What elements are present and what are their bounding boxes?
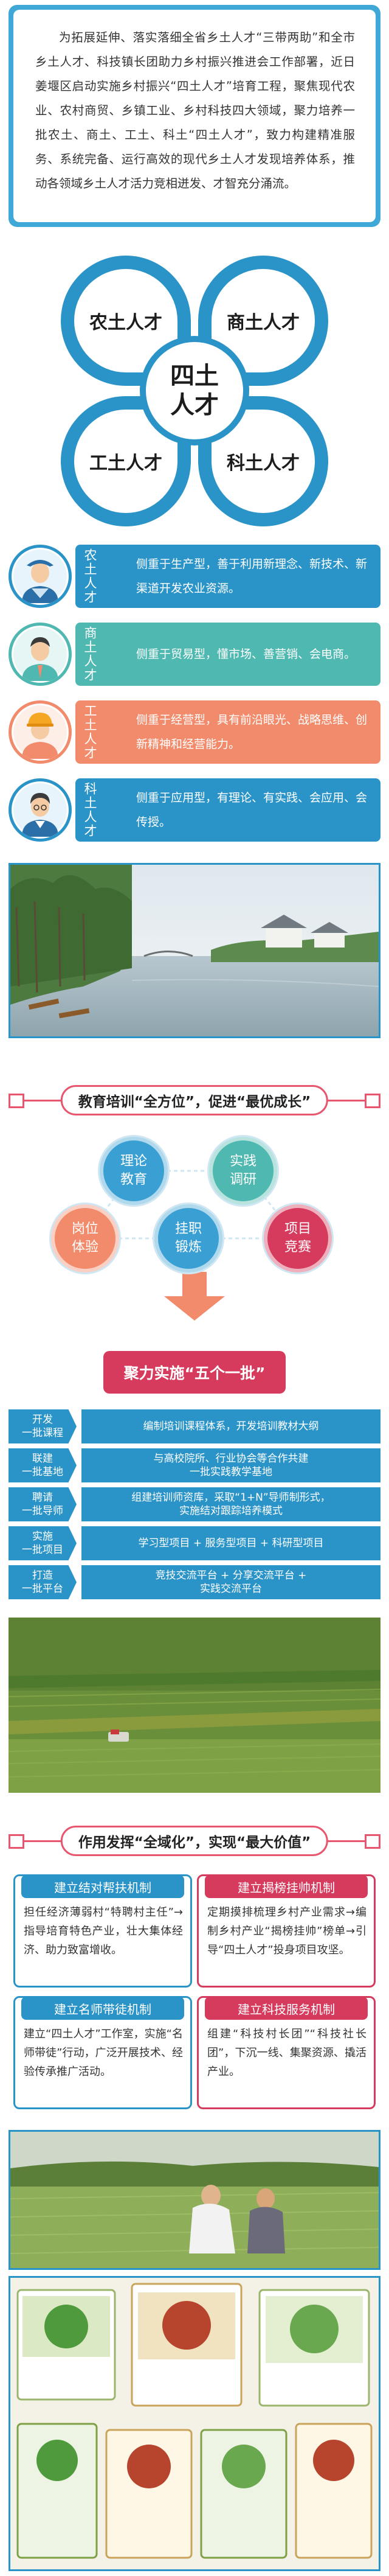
- bubble-label: 岗位 体验: [71, 1221, 98, 1255]
- fiveone-key: 联建 一批基地: [9, 1448, 77, 1482]
- fiveone-row: 打造 一批平台 竞技交流平台 + 分享交流平台 + 实践交流平台: [9, 1565, 380, 1599]
- fiveone-value-label: 与高校院所、行业协会等合作共建 一批实践教学基地: [153, 1453, 309, 1478]
- mechanism-box-listing: 建立揭榜挂帅机制 定期摸排梳理乡村产业需求→编制乡村产业“揭榜挂帅”榜单→引导“…: [197, 1874, 376, 1988]
- four-talents-clover: 农土人才 商土人才 工土人才 科土人才 四土 人才: [61, 256, 328, 526]
- intro-text: 为拓展延伸、落实落细全省乡土人才“三带两助”和全市乡土人才、科技镇长团助力乡村振…: [35, 30, 355, 190]
- talent-row-ke: 科土人才 侧重于应用型，有理论、有实践、会应用、会传授。: [9, 778, 380, 842]
- wheat-field-photo: [9, 1618, 380, 1793]
- fiveone-row: 开发 一批课程 编制培训课程体系，开发培训教材大纲: [9, 1409, 380, 1443]
- bubble-post: 岗位 体验: [51, 1204, 119, 1272]
- bubble-label: 实践 调研: [229, 1154, 256, 1187]
- talent-tag: 科土人才: [75, 778, 105, 842]
- talent-tag-label: 商土人才: [83, 626, 97, 682]
- mechanism-body: 建立“四土人才”工作室，实施“名师带徒”行动，广泛开展技术、经验传承推广活动。: [24, 2028, 183, 2078]
- merchant-avatar-icon: [9, 623, 72, 686]
- section-header-cap: [9, 1834, 24, 1849]
- talent-row-shang: 商土人才 侧重于贸易型，懂市场、善营销、会电商。: [9, 623, 380, 686]
- fiveone-value-label: 组建培训师资库，采取“1+N”导师制形式， 实施结对跟踪培养模式: [131, 1492, 331, 1517]
- talent-tag-label: 科土人才: [83, 782, 97, 838]
- fiveone-title: 聚力实施“五个一批”: [103, 1351, 286, 1394]
- down-arrow-icon: [164, 1272, 225, 1321]
- talent-tag: 工土人才: [75, 700, 105, 764]
- fiveone-value: 编制培训课程体系，开发培训教材大纲: [81, 1409, 380, 1443]
- section-header-cap: [9, 1094, 24, 1108]
- bubble-label: 挂职 锻炼: [174, 1221, 202, 1255]
- mechanism-title: 建立科技服务机制: [205, 1997, 368, 2020]
- fiveone-key: 开发 一批课程: [9, 1409, 77, 1443]
- scientist-avatar-icon: [9, 778, 72, 842]
- worker-avatar-icon: [9, 700, 72, 764]
- talent-tag: 商土人才: [75, 623, 105, 686]
- talent-bar: 工土人才 侧重于经营型，具有前沿眼光、战略思维、创新精神和经营能力。: [75, 700, 380, 764]
- mechanism-body: 定期摸排梳理乡村产业需求→编制乡村产业“揭榜挂帅”榜单→引导“四土人才”投身项目…: [207, 1906, 367, 1956]
- clover-center: 四土 人才: [140, 336, 249, 445]
- talent-desc: 侧重于贸易型，懂市场、善营销、会电商。: [136, 647, 356, 661]
- section-title: 作用发挥“全域化”，实现“最大价值”: [60, 1826, 329, 1856]
- talent-tag-label: 工土人才: [83, 704, 97, 760]
- mechanism-title: 建立揭榜挂帅机制: [205, 1875, 368, 1898]
- talent-tag-label: 农土人才: [83, 548, 97, 604]
- bubble-connectors: [84, 1170, 299, 1321]
- talent-bar: 商土人才 侧重于贸易型，懂市场、善营销、会电商。: [75, 623, 380, 686]
- river-village-photo: [9, 863, 380, 1038]
- talent-bar: 科土人才 侧重于应用型，有理论、有实践、会应用、会传授。: [75, 778, 380, 842]
- section-header-training: 教育培训“全方位”，促进“最优成长”: [9, 1082, 380, 1119]
- fiveone-key-label: 实施 一批项目: [22, 1531, 63, 1556]
- farmers-field-photo: [9, 2130, 380, 2270]
- bubble-label: 理论 教育: [120, 1154, 147, 1187]
- talent-desc: 侧重于应用型，有理论、有实践、会应用、会传授。: [136, 791, 368, 829]
- fiveone-row: 聘请 一批导师 组建培训师资库，采取“1+N”导师制形式， 实施结对跟踪培养模式: [9, 1487, 380, 1521]
- intro-box: 为拓展延伸、落实落细全省乡土人才“三带两助”和全市乡土人才、科技镇长团助力乡村振…: [13, 10, 376, 222]
- bubble-label: 项目 竞赛: [284, 1221, 311, 1255]
- clover-leaf-nong: 农土人才: [61, 256, 191, 386]
- fiveone-key-label: 联建 一批基地: [22, 1453, 63, 1478]
- fiveone-value: 与高校院所、行业协会等合作共建 一批实践教学基地: [81, 1448, 380, 1482]
- mechanism-box-mentor: 建立名师带徒机制 建立“四土人才”工作室，实施“名师带徒”行动，广泛开展技术、经…: [13, 1996, 192, 2109]
- bubble-secondment: 挂职 锻炼: [154, 1204, 222, 1272]
- bubble-competition: 项目 竞赛: [264, 1204, 332, 1272]
- mechanism-box-tech-service: 建立科技服务机制 组建“科技村长团”“科技社长团”，下沉一线、集聚资源、撬活产业…: [197, 1996, 376, 2109]
- fiveone-key: 聘请 一批导师: [9, 1487, 77, 1521]
- fiveone-value-label: 编制培训课程体系，开发培训教材大纲: [143, 1420, 319, 1433]
- fiveone-value-label: 学习型项目 + 服务型项目 + 科研型项目: [138, 1537, 324, 1549]
- mechanism-box-pairing: 建立结对帮扶机制 担任经济薄弱村“特聘村主任”→指导培育特色产业，壮大集体经济、…: [13, 1874, 192, 1988]
- fiveone-row: 联建 一批基地 与高校院所、行业协会等合作共建 一批实践教学基地: [9, 1448, 380, 1482]
- farmer-avatar-icon: [9, 545, 72, 608]
- intro-frame: 为拓展延伸、落实落细全省乡土人才“三带两助”和全市乡土人才、科技镇长团助力乡村振…: [9, 5, 380, 227]
- clover-center-label: 四土 人才: [170, 362, 219, 419]
- fiveone-key-label: 打造 一批平台: [22, 1569, 63, 1595]
- fiveone-key: 打造 一批平台: [9, 1565, 77, 1599]
- fiveone-key: 实施 一批项目: [9, 1526, 77, 1560]
- fiveone-key-label: 聘请 一批导师: [22, 1492, 63, 1517]
- talent-tag: 农土人才: [75, 545, 105, 608]
- mechanism-body: 组建“科技村长团”“科技社长团”，下沉一线、集聚资源、撬活产业。: [207, 2028, 367, 2078]
- fiveone-value: 竞技交流平台 + 分享交流平台 + 实践交流平台: [81, 1565, 380, 1599]
- fiveone-row: 实施 一批项目 学习型项目 + 服务型项目 + 科研型项目: [9, 1526, 380, 1560]
- section-title: 教育培训“全方位”，促进“最优成长”: [60, 1085, 329, 1115]
- fiveone-value-label: 竞技交流平台 + 分享交流平台 + 实践交流平台: [155, 1569, 307, 1595]
- mechanism-title: 建立结对帮扶机制: [21, 1875, 184, 1898]
- talent-desc: 侧重于生产型，善于利用新理念、新技术、新渠道开发农业资源。: [136, 557, 368, 595]
- mechanism-body: 担任经济薄弱村“特聘村主任”→指导培育特色产业，壮大集体经济、助力致富增收。: [24, 1906, 183, 1956]
- talent-row-nong: 农土人才 侧重于生产型，善于利用新理念、新技术、新渠道开发农业资源。: [9, 545, 380, 608]
- bubble-theory: 理论 教育: [100, 1137, 168, 1205]
- rice-products-photo: [9, 2276, 380, 2571]
- bubble-practice: 实践 调研: [209, 1137, 277, 1205]
- fiveone-value: 学习型项目 + 服务型项目 + 科研型项目: [81, 1526, 380, 1560]
- section-header-cap: [365, 1834, 380, 1849]
- fiveone-value: 组建培训师资库，采取“1+N”导师制形式， 实施结对跟踪培养模式: [81, 1487, 380, 1521]
- section-header-role: 作用发挥“全域化”，实现“最大价值”: [9, 1823, 380, 1859]
- talent-row-gong: 工土人才 侧重于经营型，具有前沿眼光、战略思维、创新精神和经营能力。: [9, 700, 380, 764]
- fiveone-key-label: 开发 一批课程: [22, 1414, 63, 1439]
- mechanism-title: 建立名师带徒机制: [21, 1997, 184, 2020]
- talent-bar: 农土人才 侧重于生产型，善于利用新理念、新技术、新渠道开发农业资源。: [75, 545, 380, 608]
- talent-desc: 侧重于经营型，具有前沿眼光、战略思维、创新精神和经营能力。: [136, 713, 368, 751]
- section-header-cap: [365, 1094, 380, 1108]
